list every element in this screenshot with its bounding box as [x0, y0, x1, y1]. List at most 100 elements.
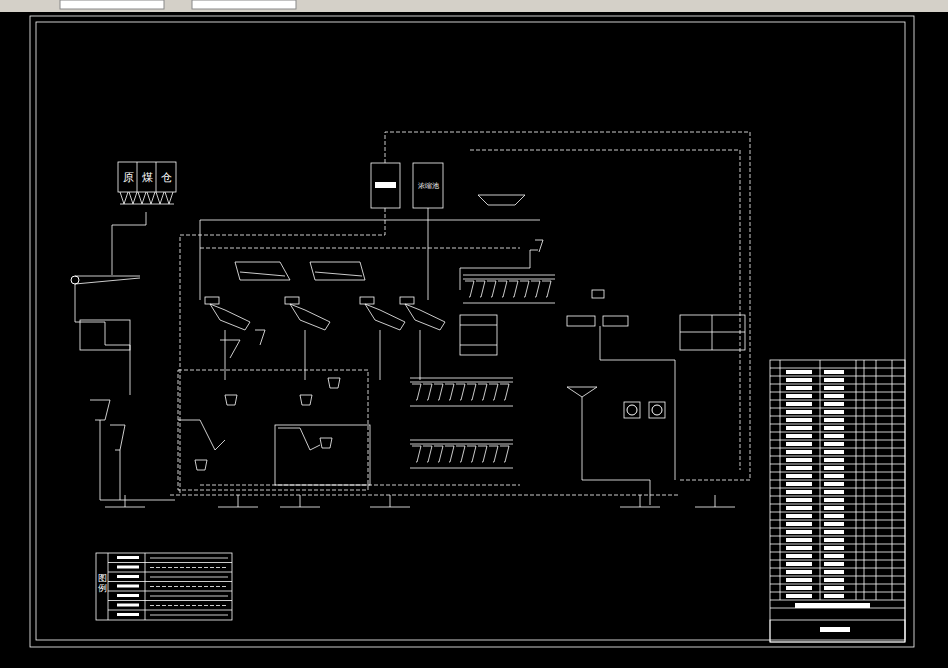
- table-rule: [770, 520, 905, 521]
- cyclone-unit: [478, 384, 487, 400]
- separator-symbol: [405, 304, 445, 330]
- product-line: [390, 495, 391, 507]
- table-entry: [786, 570, 812, 574]
- separator-symbol: [278, 428, 320, 450]
- raw-coal-bin: 原煤仓: [118, 162, 176, 192]
- title-entry: [820, 627, 850, 632]
- table-rule: [770, 432, 905, 433]
- table-entry: [786, 586, 812, 590]
- pipe-line: [428, 208, 429, 300]
- feeder-box: [400, 297, 414, 304]
- table-rule: [892, 360, 893, 600]
- table-entry: [824, 570, 844, 574]
- table-entry: [824, 426, 844, 430]
- table-rule: [108, 572, 232, 573]
- table-rule: [780, 360, 781, 600]
- table-entry: [824, 378, 844, 382]
- table-entry: [786, 474, 812, 478]
- feeder-box: [360, 297, 374, 304]
- outer-frame: [30, 16, 914, 647]
- table-entry: [824, 386, 844, 390]
- cyclone-unit: [445, 446, 454, 462]
- equipment-table: [770, 360, 905, 642]
- belt-conveyor: [75, 278, 140, 284]
- toolbar-field: [192, 0, 296, 9]
- manifold: [463, 275, 555, 276]
- table-rule: [108, 610, 232, 611]
- cyclone-unit: [423, 446, 432, 462]
- table-entry: [824, 466, 844, 470]
- toolbar-field: [60, 0, 164, 9]
- table-entry: [786, 514, 812, 518]
- filter-cell: [509, 281, 518, 297]
- pipe-line: [225, 330, 226, 380]
- cyclone-unit: [500, 384, 509, 400]
- feed-line: [120, 450, 121, 500]
- filter-press: [460, 315, 497, 355]
- table-entry: [786, 442, 812, 446]
- table-entry: [824, 490, 844, 494]
- filter-cell: [465, 281, 474, 297]
- product-line: [238, 495, 239, 507]
- table-entry: [824, 514, 844, 518]
- table-entry: [786, 466, 812, 470]
- manifold: [410, 444, 513, 445]
- reagent-box: [592, 290, 604, 298]
- pipe-line: [460, 325, 497, 326]
- table-entry: [786, 506, 812, 510]
- pump-box: [624, 402, 640, 418]
- cyclone-unit: [434, 446, 443, 462]
- product-line: [300, 495, 301, 507]
- cyclone-unit: [456, 384, 465, 400]
- legend-line-sample: [150, 586, 228, 587]
- table-rule: [770, 576, 905, 577]
- table-rule: [770, 536, 905, 537]
- table-entry: [786, 386, 812, 390]
- table-rule: [770, 544, 905, 545]
- hopper-symbol: [90, 400, 110, 420]
- feeder-box: [285, 297, 299, 304]
- manifold: [410, 468, 513, 469]
- table-entry: [824, 546, 844, 550]
- filter-cell: [487, 281, 496, 297]
- filter-cell: [476, 281, 485, 297]
- table-entry: [824, 394, 844, 398]
- filter-cell: [531, 281, 540, 297]
- table-rule: [108, 600, 232, 601]
- flotation-cell: [567, 316, 595, 326]
- legend-table: [96, 553, 232, 620]
- table-rule: [770, 552, 905, 553]
- cyclone-unit: [412, 446, 421, 462]
- flotation-cell: [603, 316, 628, 326]
- table-rule: [770, 416, 905, 417]
- table-entry: [824, 554, 844, 558]
- cyclone-unit: [445, 384, 454, 400]
- legend-entry: [117, 604, 139, 607]
- table-entry: [786, 410, 812, 414]
- table-entry: [824, 410, 844, 414]
- table-rule: [770, 368, 905, 369]
- cyclone-symbol: [255, 330, 265, 345]
- pipe-line: [420, 330, 421, 380]
- pipe-line: [460, 250, 538, 290]
- product-line: [125, 495, 126, 507]
- table-rule: [108, 591, 232, 592]
- product-line: [715, 495, 716, 507]
- table-rule: [770, 488, 905, 489]
- press-group: [680, 315, 745, 350]
- table-entry: [786, 530, 812, 534]
- node-label: 原煤仓: [123, 170, 180, 185]
- manifold: [410, 440, 513, 441]
- table-entry: [824, 442, 844, 446]
- pipe-line: [200, 248, 520, 249]
- legend-line-sample: [150, 577, 228, 578]
- cyclone-unit: [456, 446, 465, 462]
- table-rule: [770, 400, 905, 401]
- pipe-line: [460, 345, 497, 346]
- manifold: [463, 279, 555, 280]
- pipe-line: [470, 150, 740, 470]
- table-rule: [876, 360, 877, 600]
- bin-hopper: [138, 192, 146, 204]
